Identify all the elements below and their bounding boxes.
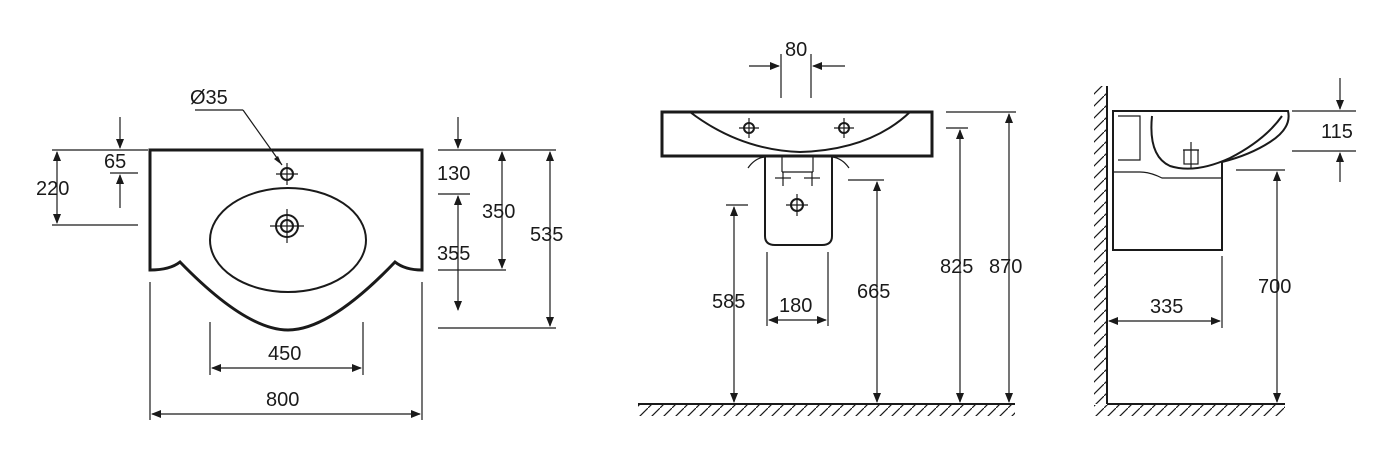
label-220: 220	[36, 178, 69, 200]
label-115: 115	[1321, 121, 1353, 143]
label-80: 80	[785, 39, 807, 61]
wall-hatch	[1094, 86, 1106, 404]
label-825: 825	[940, 256, 973, 278]
label-870: 870	[989, 256, 1022, 278]
bowl-outline	[209, 187, 367, 293]
label-65: 65	[104, 151, 126, 173]
label-130: 130	[437, 163, 470, 185]
tap-hole-icon	[276, 163, 298, 185]
fixing-left-icon	[775, 172, 791, 186]
label-700: 700	[1258, 276, 1291, 298]
basin-outline-top	[148, 148, 424, 332]
floor-hatch	[638, 405, 1015, 416]
label-535: 535	[530, 224, 563, 246]
label-450: 450	[268, 343, 301, 365]
side-view: 115 335 700	[1094, 78, 1356, 416]
label-585: 585	[712, 291, 745, 313]
label-335: 335	[1150, 296, 1183, 318]
drain-hole-icon	[270, 209, 304, 243]
label-800: 800	[266, 389, 299, 411]
tap-hole-right-icon	[834, 118, 854, 138]
top-view: Ø35 65 220 130 355 350	[36, 87, 563, 420]
fixing-right-icon	[804, 172, 820, 186]
label-180: 180	[779, 295, 812, 317]
front-view: 80 585 180 665 825 870	[638, 39, 1022, 416]
basin-side-profile	[1112, 110, 1290, 251]
basin-front	[660, 110, 934, 158]
label-hole-diameter: Ø35	[190, 87, 228, 109]
side-drain-icon	[1183, 142, 1199, 168]
bowl-front-curve	[689, 111, 911, 154]
label-355: 355	[437, 243, 470, 265]
label-665: 665	[857, 281, 890, 303]
pedestal-front	[764, 157, 833, 246]
label-350: 350	[482, 201, 515, 223]
side-floor-hatch	[1094, 405, 1285, 416]
tap-hole-left-icon	[739, 118, 759, 138]
drain-outlet-icon	[786, 194, 808, 216]
